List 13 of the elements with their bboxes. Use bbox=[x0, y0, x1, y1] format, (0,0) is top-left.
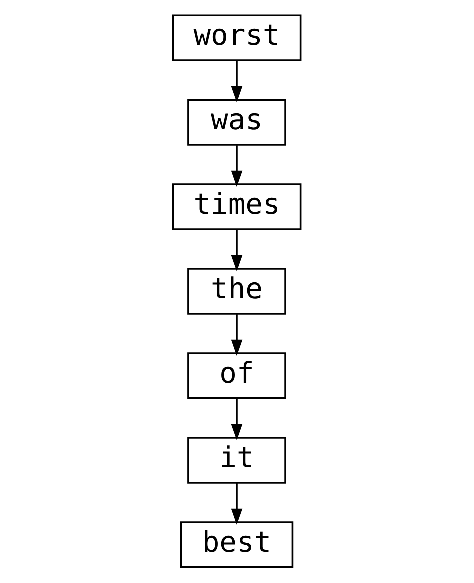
arrow bbox=[231, 61, 243, 103]
arrow bbox=[231, 399, 243, 441]
node-box: best bbox=[180, 522, 294, 568]
arrow bbox=[231, 484, 243, 526]
node-box: was bbox=[188, 99, 286, 146]
arrow bbox=[231, 314, 243, 356]
arrow bbox=[231, 230, 243, 272]
node-box: it bbox=[188, 437, 286, 484]
node-box: of bbox=[188, 352, 286, 400]
node-box: the bbox=[188, 268, 286, 315]
node-box: times bbox=[172, 184, 302, 230]
node-box: worst bbox=[172, 14, 302, 62]
arrow bbox=[231, 146, 243, 188]
